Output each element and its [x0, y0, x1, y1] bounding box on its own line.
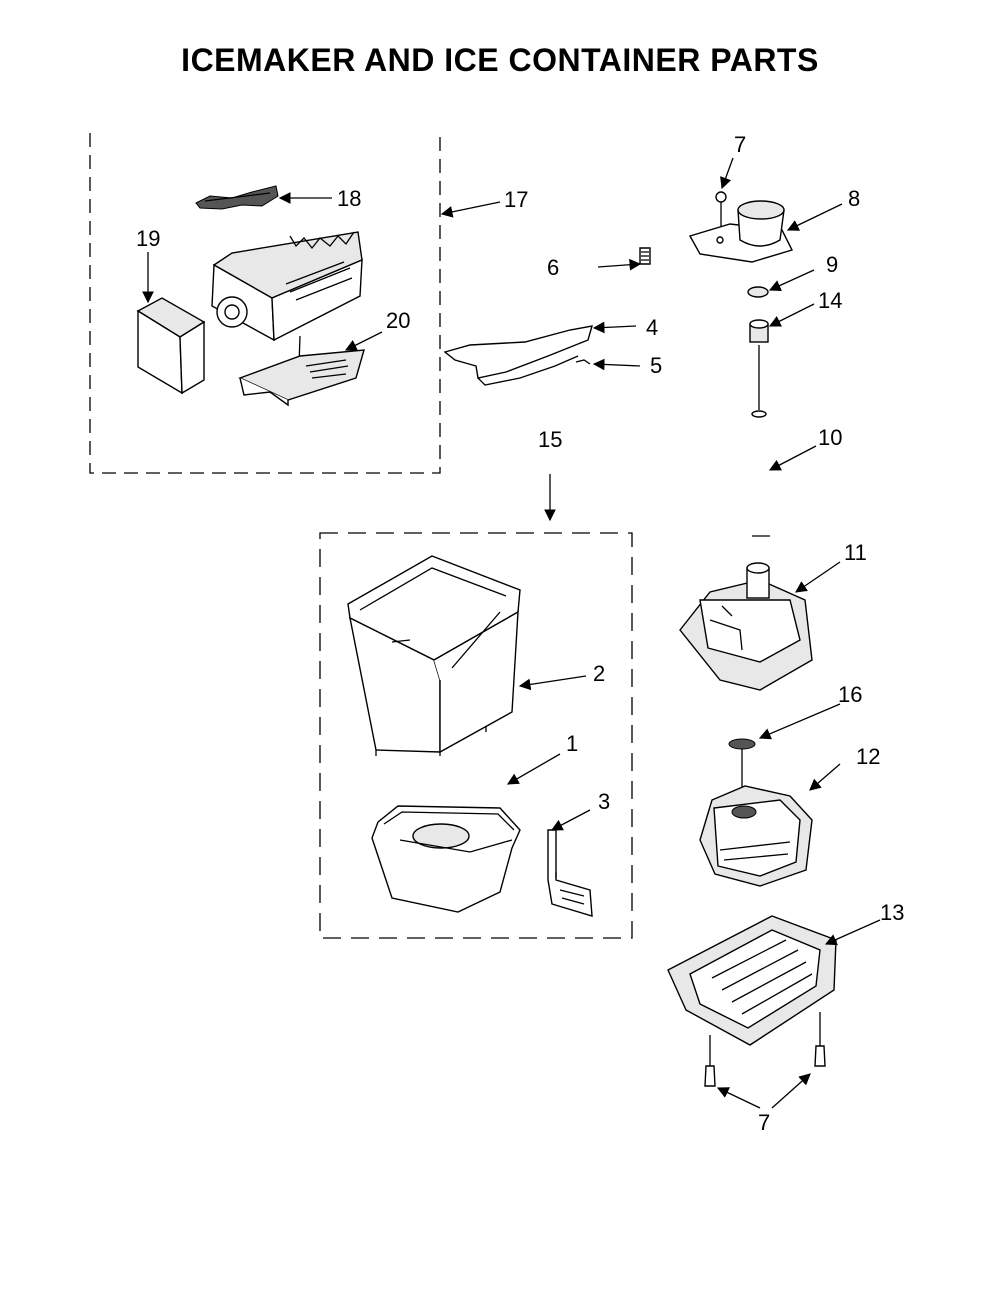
washer-9-part [747, 286, 769, 298]
callout-7-bottom: 7 [758, 1110, 770, 1135]
callout-4: 4 [646, 315, 658, 340]
callout-15: 15 [538, 427, 562, 452]
callout-17: 17 [504, 187, 528, 212]
icemaker-assembly-part [211, 231, 363, 396]
callout-14: 14 [818, 288, 842, 313]
wire-harness-part [195, 185, 279, 210]
callout-5: 5 [650, 353, 662, 378]
mounting-bracket-part [238, 349, 365, 407]
ice-bin-2-part [347, 555, 521, 756]
auger-shaft-10-part [751, 345, 770, 537]
callout-16: 16 [838, 682, 862, 707]
callout-3: 3 [598, 789, 610, 814]
callout-arrows [142, 157, 881, 1109]
callout-19: 19 [136, 226, 160, 251]
diagram-title: ICEMAKER AND ICE CONTAINER PARTS [181, 42, 819, 78]
callout-9: 9 [826, 252, 838, 277]
callout-2: 2 [593, 661, 605, 686]
latch-clip-3-part [547, 829, 593, 917]
spring-5-part [575, 359, 591, 365]
callout-11: 11 [844, 540, 867, 565]
callout-13: 13 [880, 900, 904, 925]
icemaker-cover-part [136, 297, 206, 395]
callout-20: 20 [386, 308, 410, 333]
ice-bucket-1-part [371, 805, 521, 913]
washer-16-part [728, 738, 756, 750]
flange-8-part [688, 200, 793, 263]
callout-7-top: 7 [734, 132, 746, 157]
callout-12: 12 [856, 744, 880, 769]
gear-motor-12-part [699, 785, 813, 887]
screw-6-part [639, 247, 651, 265]
motor-housing-11-part [679, 562, 813, 691]
callout-18: 18 [337, 186, 361, 211]
ice-container-group-box [319, 532, 633, 939]
icemaker-assembly-group-box [89, 133, 441, 474]
bushing-14-part [749, 319, 769, 343]
callout-10: 10 [818, 425, 842, 450]
screws-7-bottom-part [704, 1012, 826, 1087]
callout-6: 6 [547, 255, 559, 280]
chute-tray-13-part [667, 915, 837, 1046]
callout-1: 1 [566, 731, 578, 756]
callout-8: 8 [848, 186, 860, 211]
paddle-4-part [443, 325, 593, 386]
